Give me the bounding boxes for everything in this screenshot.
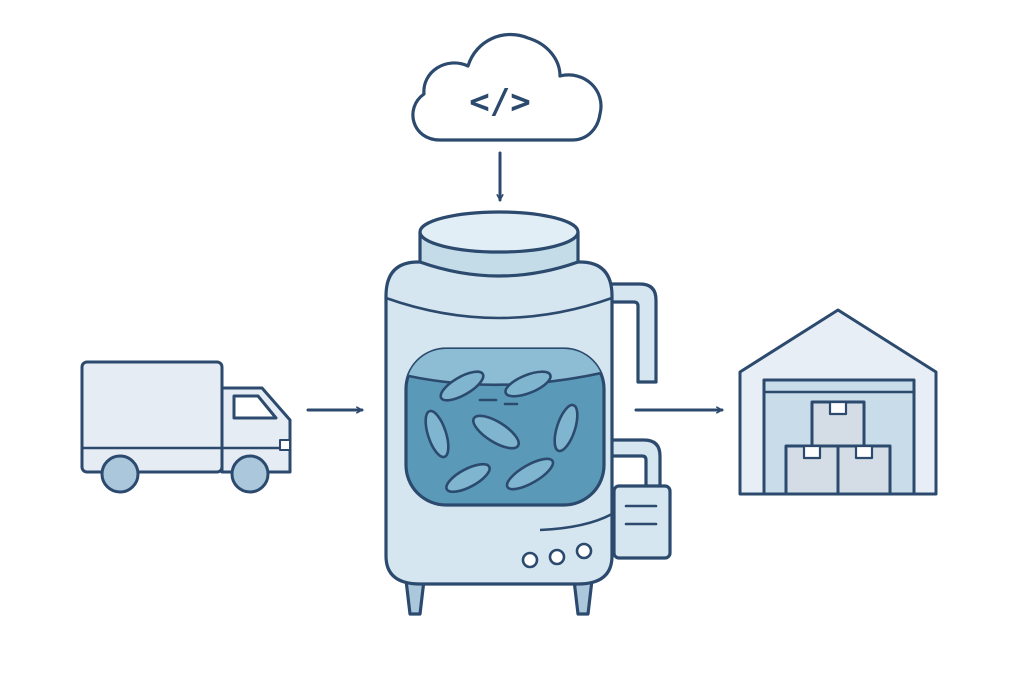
tank-button-1 (521, 551, 539, 569)
tank-lid-top (418, 210, 580, 254)
cloud-code-icon: </> (411, 32, 603, 142)
warehouse-icon (738, 308, 938, 496)
particle (445, 462, 491, 494)
truck-cargo-box (80, 360, 224, 474)
box-bottom-left-tape (802, 444, 822, 460)
tank-pipe-upper (612, 282, 658, 384)
truck-wheel-front (230, 454, 270, 494)
particle (472, 414, 520, 450)
liquid-surface (406, 349, 604, 385)
tank-button-3 (575, 542, 593, 560)
particle (553, 403, 579, 453)
box-top-tape (828, 400, 848, 416)
tank-base-line (539, 512, 613, 532)
truck-window (232, 394, 278, 420)
particle (439, 370, 485, 402)
cloud-shape (411, 32, 603, 142)
tank-button-2 (548, 548, 566, 566)
tank-particles (424, 370, 579, 494)
particle (505, 457, 555, 491)
liquid-surface-line (406, 370, 604, 387)
truck-wheel-rear (100, 454, 140, 494)
particle (424, 409, 450, 459)
tank-pipe-lower (612, 438, 662, 492)
tank-shoulder-line (385, 296, 613, 320)
delivery-truck-icon (80, 360, 292, 494)
truck-headlight (279, 439, 291, 451)
bioreactor-tank-icon (384, 210, 672, 616)
particle (504, 370, 552, 398)
tank-control-box (612, 484, 672, 560)
box-bottom-right-tape (854, 444, 874, 460)
code-glyph: </> (469, 82, 530, 122)
